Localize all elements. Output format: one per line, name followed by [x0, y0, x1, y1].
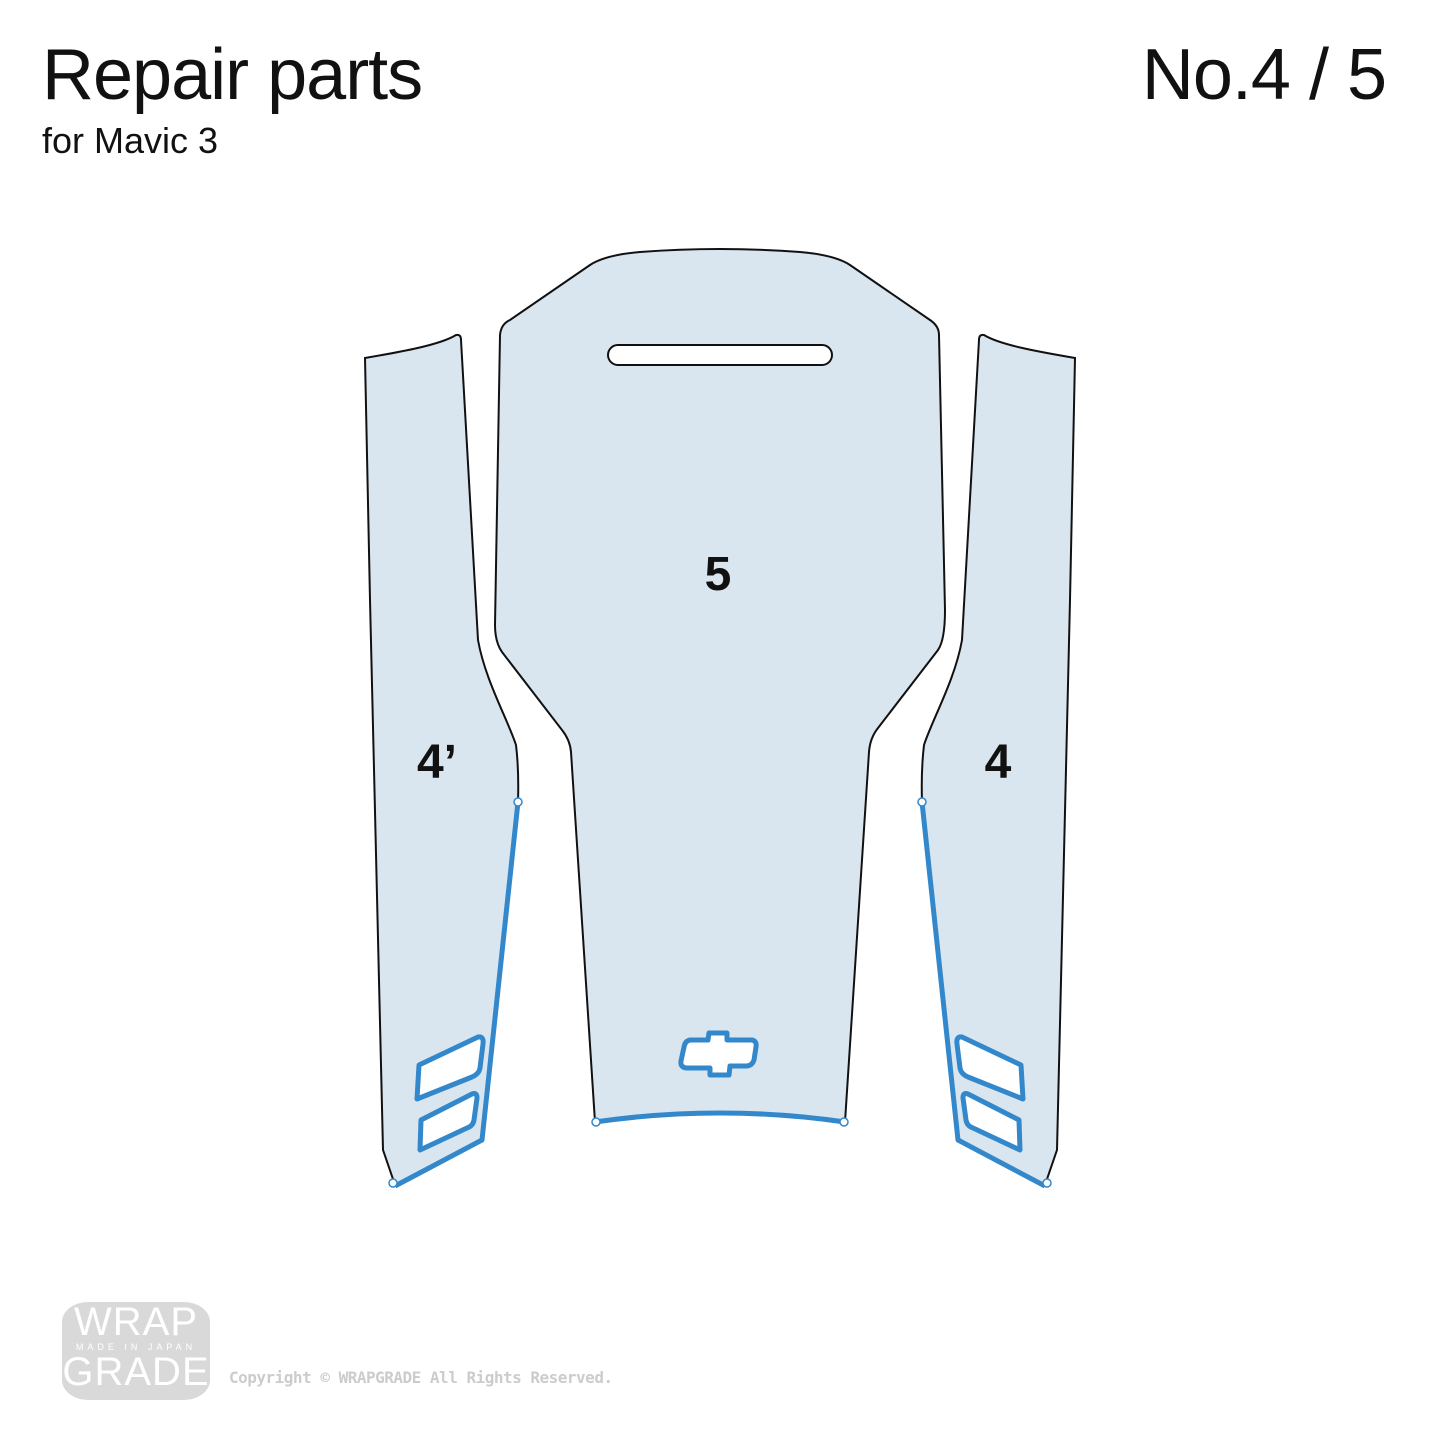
logo-line2: MADE IN JAPAN: [75, 1342, 197, 1352]
slot-cutout: [607, 344, 833, 366]
page-title: Repair parts: [42, 35, 423, 115]
page-number: No.4 / 5: [1141, 35, 1387, 115]
wrapgrade-logo: WRAP MADE IN JAPAN GRADE: [62, 1302, 210, 1400]
part-label-4: 4: [985, 736, 1012, 789]
logo-line1: WRAP: [74, 1300, 198, 1344]
part-label-5: 5: [705, 548, 732, 601]
logo-line3: GRADE: [62, 1350, 210, 1394]
part-4-prime: 4’: [363, 333, 523, 1189]
part-4: [917, 333, 1077, 1189]
part-label-4-prime: 4’: [417, 736, 457, 789]
copyright-text: Copyright © WRAPGRADE All Rights Reserve…: [229, 1368, 613, 1387]
part-5: 5: [493, 248, 947, 1127]
logo-cutout: [678, 1030, 759, 1078]
page-subtitle: for Mavic 3: [42, 120, 219, 161]
